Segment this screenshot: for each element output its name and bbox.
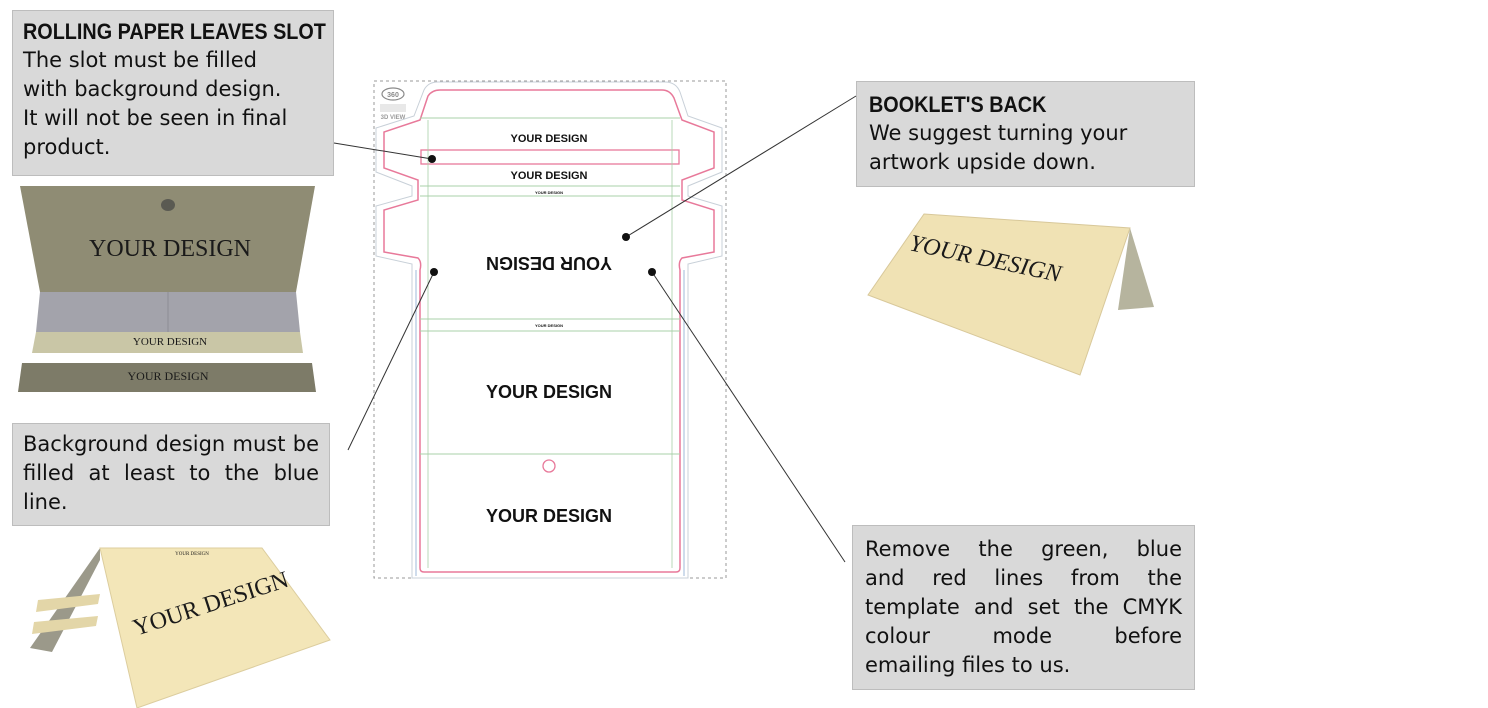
note-slot-line-3: It will not be seen in final <box>23 106 288 130</box>
booklet-hole <box>161 199 175 211</box>
leader-slot <box>333 142 433 160</box>
open-booklet-mockup: YOUR DESIGN YOUR DESIGN YOUR DESIGN <box>18 186 316 392</box>
template-small-design-1: YOUR DESIGN <box>535 190 563 195</box>
front-tent-small-text: YOUR DESIGN <box>175 552 209 557</box>
template-slot-design: YOUR DESIGN <box>510 170 587 182</box>
note-bg-text: Background design must be filled at leas… <box>23 432 319 514</box>
note-remove-line-3: template and set the CMYK <box>865 595 1182 619</box>
note-back-line-2: artwork upside down. <box>869 150 1096 174</box>
template-small-design-2: YOUR DESIGN <box>535 323 563 328</box>
booklet-strip-1 <box>32 332 303 353</box>
note-back-line-1: We suggest turning your <box>869 121 1128 145</box>
note-slot-line-2: with background design. <box>23 77 282 101</box>
template-hole <box>542 459 556 473</box>
callout-leaders <box>333 95 857 563</box>
note-slot-title: ROLLING PAPER LEAVES SLOT <box>23 19 326 44</box>
leader-remove <box>651 271 846 563</box>
booklet-cover-text: YOUR DESIGN <box>89 236 251 262</box>
note-remove-line-2: and red lines from the <box>865 566 1182 590</box>
template-bottom-design: YOUR DESIGN <box>486 506 612 526</box>
note-back-title: BOOKLET'S BACK <box>869 92 1047 117</box>
booklet-template: 360 3D VIEW YOUR DESIGN YOUR DESIGN YOUR… <box>373 80 727 579</box>
dot-remove <box>648 268 656 276</box>
note-booklet-back: BOOKLET'S BACK We suggest turning your a… <box>856 81 1195 187</box>
note-background-fill: Background design must be filled at leas… <box>12 423 330 526</box>
front-tent-strip-1 <box>36 594 100 612</box>
template-outer-outline <box>375 81 723 579</box>
note-rolling-paper-slot: ROLLING PAPER LEAVES SLOT The slot must … <box>12 10 334 176</box>
template-slot <box>420 149 680 165</box>
dot-slot <box>428 155 436 163</box>
template-top-design: YOUR DESIGN <box>510 133 587 145</box>
note-slot-line-1: The slot must be filled <box>23 48 257 72</box>
logo-360-text: 360 <box>387 92 399 99</box>
back-tent-front-panel <box>867 213 1131 376</box>
note-slot-line-4: product. <box>23 135 111 159</box>
dot-background <box>430 268 438 276</box>
note-remove-line-4: colour mode before <box>865 624 1182 648</box>
dot-back <box>622 233 630 241</box>
front-tent-front-panel <box>99 547 331 708</box>
booklet-strip-2 <box>18 363 316 392</box>
note-remove-line-1: Remove the green, blue <box>865 537 1182 561</box>
template-front-design: YOUR DESIGN <box>486 382 612 402</box>
note-remove-line-5: emailing files to us. <box>865 653 1071 677</box>
leader-background <box>347 271 435 451</box>
booklet-paper-leaf <box>28 353 308 363</box>
logo-3d-view: 360 3D VIEW <box>380 87 406 121</box>
back-tent-rear-panel <box>1118 228 1154 310</box>
logo-3d-view-text: 3D VIEW <box>381 115 406 121</box>
template-cut-line <box>383 89 715 573</box>
logo-band <box>380 104 406 112</box>
front-tent-strip-2 <box>32 616 98 634</box>
leader-back <box>625 95 857 238</box>
booklet-cover-panel <box>20 186 315 292</box>
front-tent-mockup: YOUR DESIGN YOUR DESIGN <box>30 547 331 708</box>
logo-360-icon <box>381 87 405 101</box>
template-back-design: YOUR DESIGN <box>486 253 612 273</box>
back-tent-mockup: YOUR DESIGN <box>867 213 1154 376</box>
template-bleed-border <box>373 80 727 579</box>
booklet-strip-1-text: YOUR DESIGN <box>133 336 207 348</box>
note-remove-lines: Remove the green, blue and red lines fro… <box>852 525 1195 690</box>
booklet-strip-2-text: YOUR DESIGN <box>128 369 209 383</box>
